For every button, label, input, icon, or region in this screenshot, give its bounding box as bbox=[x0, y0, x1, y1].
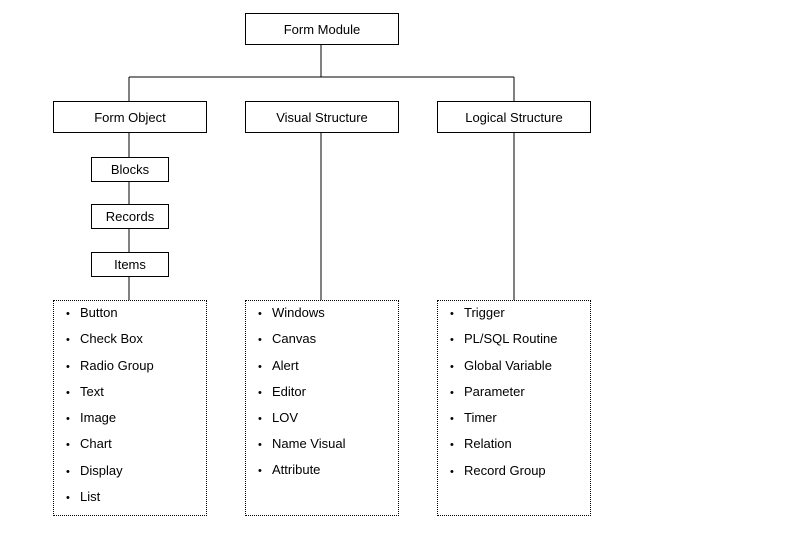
list-item-label: Display bbox=[80, 463, 123, 478]
list-item: • PL/SQL Routine bbox=[450, 331, 557, 347]
list-item-label: Parameter bbox=[464, 384, 525, 399]
blocks-box: Blocks bbox=[91, 157, 169, 182]
list-item-label: Record Group bbox=[464, 463, 546, 478]
list-item-label: Editor bbox=[272, 384, 306, 399]
list-item-label: Timer bbox=[464, 410, 497, 425]
bullet-icon: • bbox=[258, 413, 262, 425]
form-module-box: Form Module bbox=[245, 13, 399, 45]
form-module-label: Form Module bbox=[283, 21, 361, 37]
list-item: • Radio Group bbox=[66, 358, 154, 374]
form-object-item-list: • Button • Check Box • Radio Group • Text • I… bbox=[53, 300, 207, 516]
visual-structure-item-list: • Windows • Canvas • Alert • Editor • LOV • Na… bbox=[245, 300, 399, 516]
bullet-icon: • bbox=[258, 439, 262, 451]
list-item-label: Global Variable bbox=[464, 358, 552, 373]
list-item-label: Relation bbox=[464, 436, 512, 451]
bullet-icon: • bbox=[450, 361, 454, 373]
list-item-label: Windows bbox=[272, 305, 325, 320]
list-item-label: Trigger bbox=[464, 305, 505, 320]
bullet-icon: • bbox=[258, 387, 262, 399]
list-item: • Parameter bbox=[450, 384, 525, 400]
records-label: Records bbox=[105, 209, 155, 224]
list-item-label: Attribute bbox=[272, 462, 321, 477]
list-item: • Global Variable bbox=[450, 358, 552, 374]
list-item-label: Text bbox=[80, 384, 104, 399]
list-item: • LOV bbox=[258, 410, 298, 426]
bullet-icon: • bbox=[450, 308, 454, 320]
bullet-icon: • bbox=[450, 413, 454, 425]
list-item: • Record Group bbox=[450, 463, 546, 479]
list-item: • Button bbox=[66, 305, 118, 321]
list-item: • Canvas bbox=[258, 331, 316, 347]
list-item: • Name Visual bbox=[258, 436, 345, 452]
bullet-icon: • bbox=[258, 308, 262, 320]
form-object-label: Form Object bbox=[94, 109, 166, 125]
logical-structure-label: Logical Structure bbox=[465, 109, 563, 125]
bullet-icon: • bbox=[66, 308, 70, 320]
visual-structure-box: Visual Structure bbox=[245, 101, 399, 133]
list-item-label: List bbox=[80, 489, 101, 504]
list-item-label: Image bbox=[80, 410, 117, 425]
bullet-icon: • bbox=[66, 466, 70, 478]
bullet-icon: • bbox=[450, 439, 454, 451]
bullet-icon: • bbox=[66, 492, 70, 504]
list-item: • Relation bbox=[450, 436, 512, 452]
list-item: • Display bbox=[66, 463, 123, 479]
logical-structure-box: Logical Structure bbox=[437, 101, 591, 133]
bullet-icon: • bbox=[66, 387, 70, 399]
bullet-icon: • bbox=[66, 334, 70, 346]
form-object-box: Form Object bbox=[53, 101, 207, 133]
items-box: Items bbox=[91, 252, 169, 277]
bullet-icon: • bbox=[450, 466, 454, 478]
list-item: • Editor bbox=[258, 384, 306, 400]
list-item: • Chart bbox=[66, 436, 112, 452]
bullet-icon: • bbox=[450, 334, 454, 346]
bullet-icon: • bbox=[66, 439, 70, 451]
list-item: • Timer bbox=[450, 410, 497, 426]
blocks-label: Blocks bbox=[110, 162, 150, 177]
list-item-label: Name Visual bbox=[272, 436, 346, 451]
bullet-icon: • bbox=[258, 361, 262, 373]
list-item-label: Canvas bbox=[272, 331, 317, 346]
list-item-label: Check Box bbox=[80, 331, 143, 346]
list-item: • Image bbox=[66, 410, 116, 426]
list-item-label: LOV bbox=[272, 410, 299, 425]
records-box: Records bbox=[91, 204, 169, 229]
items-label: Items bbox=[114, 257, 146, 272]
list-item-label: PL/SQL Routine bbox=[464, 331, 558, 346]
list-item: • Check Box bbox=[66, 331, 143, 347]
list-item-label: Alert bbox=[272, 358, 299, 373]
list-item: • Windows bbox=[258, 305, 325, 321]
list-item: • List bbox=[66, 489, 100, 505]
list-item-label: Chart bbox=[80, 436, 112, 451]
bullet-icon: • bbox=[258, 465, 262, 477]
list-item-label: Radio Group bbox=[80, 358, 154, 373]
list-item: • Alert bbox=[258, 358, 299, 374]
visual-structure-label: Visual Structure bbox=[276, 109, 368, 125]
logical-structure-item-list: • Trigger • PL/SQL Routine • Global Variabl… bbox=[437, 300, 591, 516]
bullet-icon: • bbox=[258, 334, 262, 346]
list-item: • Text bbox=[66, 384, 104, 400]
list-item: • Attribute bbox=[258, 462, 320, 478]
bullet-icon: • bbox=[66, 361, 70, 373]
list-item: • Trigger bbox=[450, 305, 505, 321]
list-item-label: Button bbox=[80, 305, 118, 320]
bullet-icon: • bbox=[450, 387, 454, 399]
bullet-icon: • bbox=[66, 413, 70, 425]
